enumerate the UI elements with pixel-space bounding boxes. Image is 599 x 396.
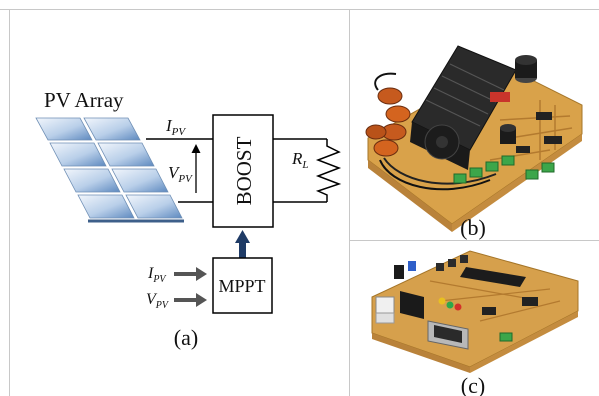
mppt-current-input-label: IPV (147, 265, 167, 285)
mppt-voltage-input-arrow-shaft (174, 298, 198, 302)
mppt-current-input-arrow-shaft (174, 272, 198, 276)
panel-a-caption: (a) (174, 325, 198, 350)
mppt-output-arrow-shaft (239, 241, 246, 258)
panel-a-diagram: PV Array IPV VPV BOOST RL (35, 88, 342, 350)
mppt-block (212, 257, 273, 314)
frame-horizontal-divider (349, 240, 599, 241)
panel-b-caption: (b) (460, 215, 486, 240)
load-label: RL (291, 149, 309, 171)
boost-label: BOOST (232, 136, 256, 205)
voltage-arrow-head (191, 144, 201, 153)
frame-top-border (0, 9, 599, 10)
pv-array-icon (35, 117, 184, 223)
boost-converter-photo: (b) (365, 45, 583, 240)
frame-left-border (9, 9, 10, 396)
mppt-voltage-input-label: VPV (146, 291, 170, 311)
mppt-label: MPPT (218, 276, 265, 296)
frame-vertical-divider (349, 9, 350, 396)
mppt-current-input-arrow-head (196, 267, 207, 281)
load-resistor (315, 139, 342, 202)
boost-block (212, 114, 274, 228)
voltage-label: VPV (168, 163, 193, 185)
current-label: IPV (165, 116, 186, 138)
controller-board-photo: (c) (371, 250, 579, 396)
panel-c-caption: (c) (461, 373, 485, 396)
pv-array-label: PV Array (44, 88, 124, 112)
mppt-output-arrow-head (235, 230, 250, 243)
mppt-voltage-input-arrow-head (196, 293, 207, 307)
inductor-coils (365, 87, 411, 157)
